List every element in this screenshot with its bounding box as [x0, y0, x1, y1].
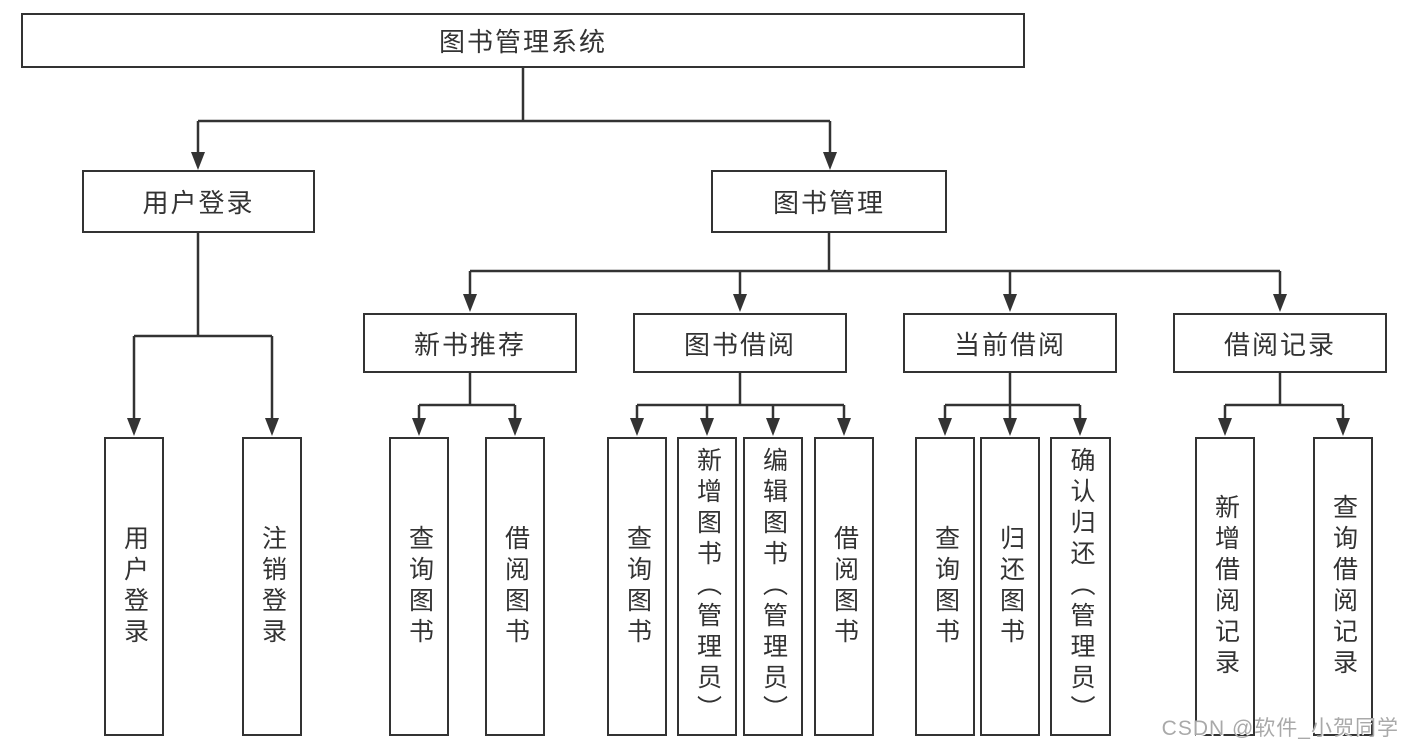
node-label: 当前借阅: [953, 329, 1066, 360]
arrow-head: [127, 418, 141, 436]
arrow-head: [1003, 418, 1017, 436]
leaf-query-books: 查询图书: [607, 437, 667, 736]
node-label: 归还图书: [996, 524, 1025, 649]
arrow-head: [837, 418, 851, 436]
leaf-borrow-books: 借阅图书: [814, 437, 874, 736]
leaf-confirm-return-admin: 确认归还（管理员）: [1050, 437, 1111, 736]
arrow-head: [1003, 294, 1017, 312]
arrow-head: [1273, 294, 1287, 312]
leaf-borrow-books: 借阅图书: [485, 437, 545, 736]
node-book-borrowing: 图书借阅: [633, 313, 847, 373]
arrow-head: [1073, 418, 1087, 436]
node-label: 新增图书（管理员）: [693, 447, 722, 726]
node-user-login: 用户登录: [82, 170, 315, 233]
node-label: 借阅图书: [501, 524, 530, 649]
arrow-head: [630, 418, 644, 436]
node-current-borrowing: 当前借阅: [903, 313, 1117, 373]
node-label: 图书借阅: [683, 329, 796, 360]
leaf-logout: 注销登录: [242, 437, 302, 736]
arrow-head: [191, 152, 205, 170]
leaf-edit-book-admin: 编辑图书（管理员）: [743, 437, 803, 736]
arrow-head: [265, 418, 279, 436]
node-label: 确认归还（管理员）: [1067, 447, 1095, 726]
arrow-head: [1336, 418, 1350, 436]
arrow-head: [1218, 418, 1232, 436]
leaf-return-books: 归还图书: [980, 437, 1040, 736]
node-label: 用户登录: [142, 188, 255, 218]
node-label: 借阅图书: [830, 524, 859, 649]
node-label: 用户登录: [120, 524, 149, 649]
arrow-head: [733, 294, 747, 312]
node-label: 编辑图书（管理员）: [759, 447, 788, 726]
csdn-watermark: CSDN @软件_小贺同学: [1161, 717, 1399, 740]
arrow-head: [508, 418, 522, 436]
arrow-head: [700, 418, 714, 436]
node-label: 查询图书: [623, 524, 652, 649]
leaf-add-borrow-record: 新增借阅记录: [1195, 437, 1255, 736]
leaf-query-books: 查询图书: [915, 437, 975, 736]
node-library-system: 图书管理系统: [21, 13, 1025, 68]
node-label: 图书管理系统: [438, 27, 607, 57]
node-label: 注销登录: [258, 524, 287, 649]
node-label: 查询图书: [405, 524, 434, 649]
leaf-query-borrow-record: 查询借阅记录: [1313, 437, 1373, 736]
node-borrowing-records: 借阅记录: [1173, 313, 1387, 373]
arrow-head: [766, 418, 780, 436]
node-label: 查询图书: [931, 524, 960, 649]
arrow-head: [463, 294, 477, 312]
arrow-head: [412, 418, 426, 436]
arrow-head: [823, 152, 837, 170]
leaf-user-login: 用户登录: [104, 437, 164, 736]
node-new-book-recommendation: 新书推荐: [363, 313, 577, 373]
node-label: 新书推荐: [413, 329, 526, 360]
leaf-query-books: 查询图书: [389, 437, 449, 736]
node-label: 图书管理: [772, 188, 885, 218]
node-label: 新增借阅记录: [1211, 493, 1240, 680]
node-label: 查询借阅记录: [1329, 493, 1358, 680]
arrow-head: [938, 418, 952, 436]
leaf-add-book-admin: 新增图书（管理员）: [677, 437, 737, 736]
node-book-management: 图书管理: [711, 170, 947, 233]
node-label: 借阅记录: [1223, 329, 1336, 360]
